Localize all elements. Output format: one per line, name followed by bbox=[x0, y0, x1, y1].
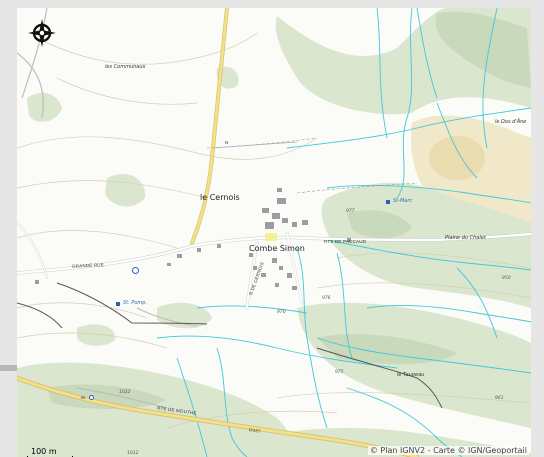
spot-height: 975 bbox=[335, 370, 344, 375]
place-label-plaine-chalet: Plaine du Chalet bbox=[445, 235, 486, 241]
spot-height: 970 bbox=[277, 310, 286, 315]
spot-height: 976 bbox=[322, 296, 331, 301]
road-label-rte-paccaud: RTE DE PACCAUD bbox=[324, 239, 367, 244]
map-canvas[interactable]: les Communaux le Cernois Combe Simon le … bbox=[17, 8, 531, 457]
map-attribution[interactable]: © Plan IGNV2 - Carte © IGN/Geoportail bbox=[367, 446, 529, 455]
spot-height: 1022 bbox=[119, 390, 131, 395]
location-circle-icon[interactable] bbox=[132, 267, 139, 274]
spot-height: 1012 bbox=[127, 451, 139, 456]
scale-label: 100 m bbox=[31, 447, 57, 456]
spot-height: 977 bbox=[346, 209, 355, 214]
spot-height: 950 bbox=[502, 276, 511, 281]
road-marker: N bbox=[225, 140, 229, 145]
place-label-le-cernois: le Cernois bbox=[200, 193, 240, 202]
panel-handle[interactable] bbox=[0, 365, 17, 371]
place-label-dos-ane: le Dos d'Âne bbox=[495, 119, 527, 125]
square-water-icon bbox=[386, 200, 390, 204]
water-label-st-marc: St-Marc bbox=[393, 198, 413, 204]
square-water-icon bbox=[116, 302, 120, 306]
map-base-layer bbox=[17, 8, 531, 457]
spot-height: 961 bbox=[495, 396, 504, 401]
place-label-les-communaux: les Communaux bbox=[105, 64, 146, 70]
place-label-combe-simon: Combe Simon bbox=[249, 244, 305, 253]
water-label-st-pomp: St. Pomp. bbox=[123, 300, 148, 306]
compass-rose-icon[interactable] bbox=[27, 18, 57, 48]
place-label-le-taupeau: le Taupeau bbox=[397, 372, 425, 378]
location-circle-icon[interactable] bbox=[89, 395, 94, 400]
scale-bar: 100 m bbox=[27, 447, 73, 457]
